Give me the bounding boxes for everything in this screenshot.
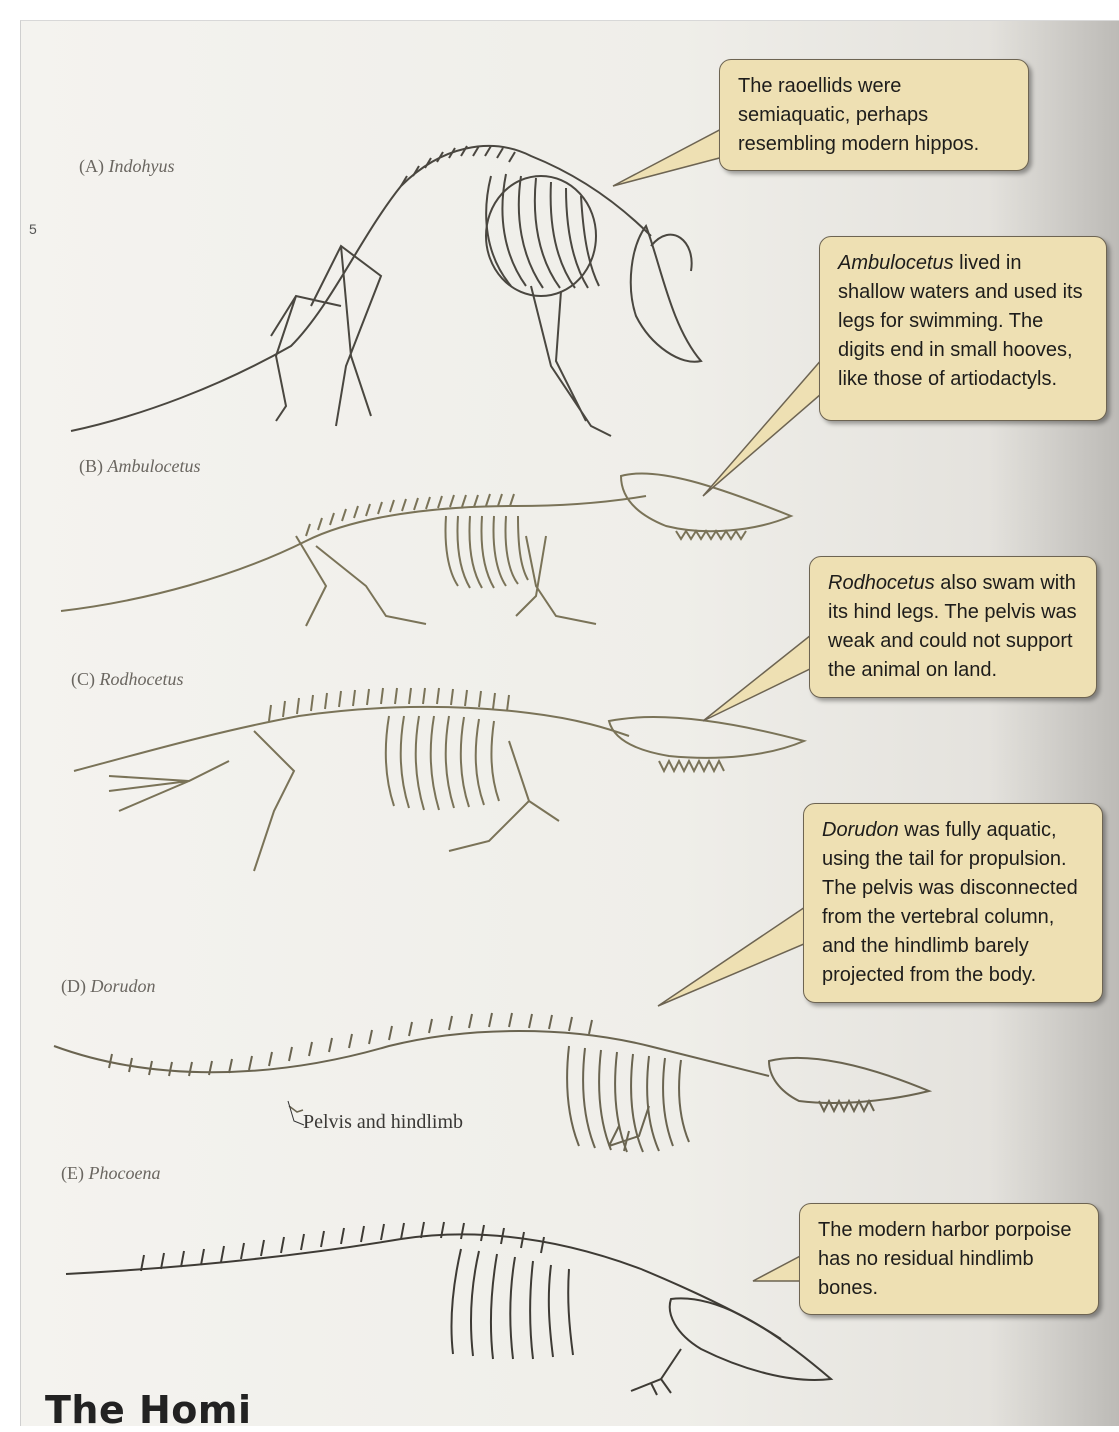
pelvis-hindlimb-annotation: Pelvis and hindlimb: [303, 1111, 463, 1134]
rodhocetus-skeleton: [69, 661, 809, 861]
callout-rodhocetus: Rodhocetus also swam with its hind legs.…: [809, 556, 1097, 698]
callout-raoellids: The raoellids were semiaquatic, perhaps …: [719, 59, 1029, 171]
book-page: 5 (A) Indohyus (B) Ambulocetus (C) Rodho…: [20, 20, 1119, 1426]
indohyus-skeleton: [61, 116, 701, 446]
page-number: 5: [29, 221, 37, 237]
callout-3-pointer: [701, 626, 821, 726]
annotation-leader-line: [286, 1099, 316, 1129]
callout-harbor-porpoise: The modern harbor porpoise has no residu…: [799, 1203, 1099, 1315]
section-heading: The Homi: [45, 1388, 252, 1432]
ambulocetus-skeleton: [56, 446, 796, 626]
callout-ambulocetus: Ambulocetus lived in shallow waters and …: [819, 236, 1107, 421]
callout-dorudon: Dorudon was fully aquatic, using the tai…: [803, 803, 1103, 1003]
figure-label-d: (D) Dorudon: [61, 976, 156, 997]
dorudon-skeleton: [49, 1006, 929, 1156]
callout-4-pointer: [656, 901, 816, 1011]
figure-label-e: (E) Phocoena: [61, 1163, 160, 1184]
phocoena-skeleton: [61, 1199, 831, 1399]
